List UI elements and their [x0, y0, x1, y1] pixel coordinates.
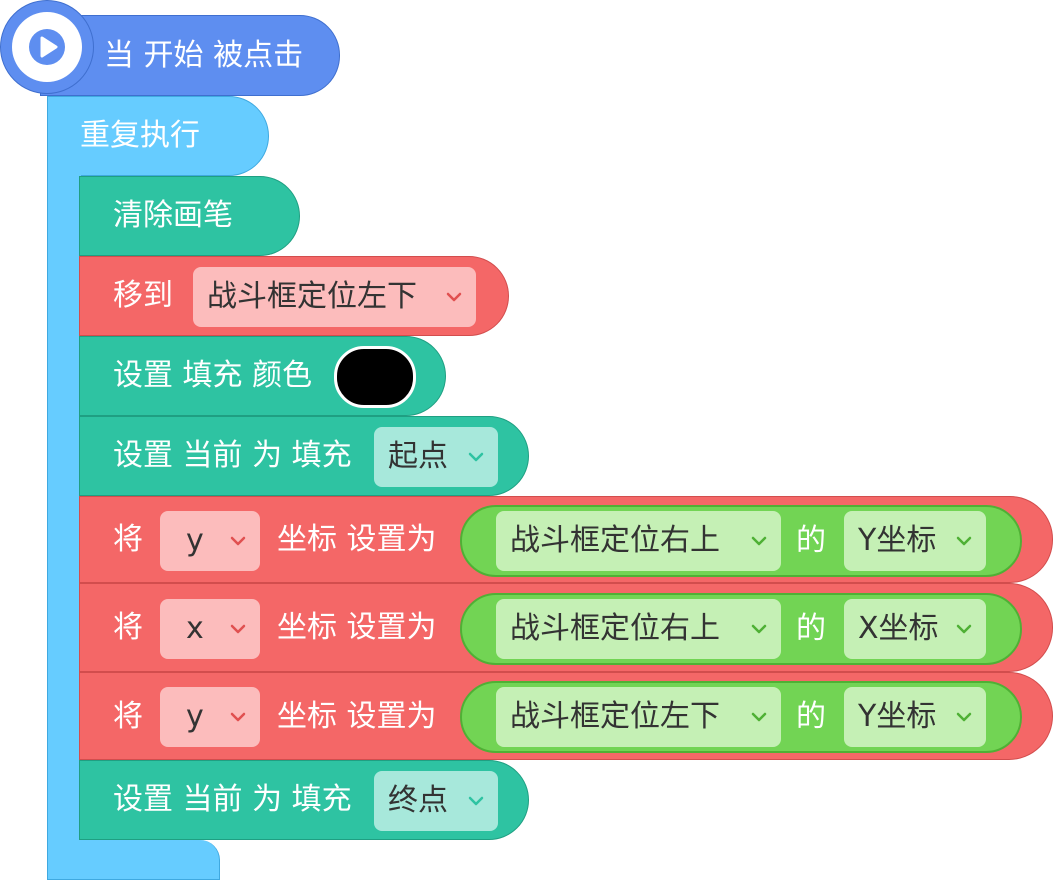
set-prefix-label: 将	[113, 610, 143, 645]
property-dropdown[interactable]: Y坐标	[844, 687, 986, 747]
property-value: X坐标	[858, 611, 939, 646]
set-x-coordinate-block[interactable]: 将 x 坐标 设置为 战斗框定位右上 的 X坐标	[79, 583, 1053, 672]
object-dropdown[interactable]: 战斗框定位右上	[496, 599, 781, 659]
fill-point-dropdown-start[interactable]: 起点	[374, 427, 498, 487]
move-to-label: 移到	[113, 278, 173, 313]
set-fill-start-block[interactable]: 设置 当前 为 填充 起点	[79, 416, 529, 496]
chevron-down-icon	[956, 536, 972, 546]
set-fill-color-label: 设置 填充 颜色	[113, 358, 313, 393]
property-value: Y坐标	[858, 523, 937, 558]
chevron-down-icon	[468, 796, 484, 806]
set-prefix-label: 将	[113, 699, 143, 734]
of-label: 的	[796, 523, 826, 558]
chevron-down-icon	[956, 712, 972, 722]
of-label: 的	[796, 699, 826, 734]
chevron-down-icon	[751, 536, 767, 546]
object-value: 战斗框定位右上	[510, 523, 720, 558]
axis-value: y	[186, 699, 204, 734]
move-target-value: 战斗框定位左下	[207, 279, 417, 314]
axis-value: x	[186, 611, 204, 646]
object-dropdown[interactable]: 战斗框定位左下	[496, 687, 781, 747]
fill-point-value: 终点	[388, 783, 448, 818]
axis-value: y	[186, 523, 204, 558]
set-fill-color-block[interactable]: 设置 填充 颜色	[79, 336, 446, 416]
set-fill-end-label: 设置 当前 为 填充	[113, 782, 352, 817]
chevron-down-icon	[468, 452, 484, 462]
move-to-block[interactable]: 移到 战斗框定位左下	[79, 256, 509, 336]
chevron-down-icon	[230, 712, 246, 722]
property-value: Y坐标	[858, 699, 937, 734]
axis-dropdown[interactable]: x	[160, 599, 260, 659]
set-y-coordinate-block-1[interactable]: 将 y 坐标 设置为 战斗框定位右上 的 Y坐标	[79, 496, 1053, 583]
fill-color-swatch[interactable]	[334, 346, 416, 408]
axis-dropdown[interactable]: y	[160, 511, 260, 571]
property-of-block[interactable]: 战斗框定位右上 的 Y坐标	[460, 505, 1022, 577]
move-target-dropdown[interactable]: 战斗框定位左下	[193, 267, 476, 327]
object-dropdown[interactable]: 战斗框定位右上	[496, 511, 781, 571]
object-value: 战斗框定位左下	[510, 699, 720, 734]
chevron-down-icon	[230, 536, 246, 546]
chevron-down-icon	[446, 292, 462, 302]
chevron-down-icon	[751, 712, 767, 722]
chevron-down-icon	[230, 624, 246, 634]
play-icon[interactable]	[12, 12, 82, 82]
property-dropdown[interactable]: X坐标	[844, 599, 986, 659]
property-of-block[interactable]: 战斗框定位右上 的 X坐标	[460, 593, 1022, 665]
set-middle-label: 坐标 设置为	[277, 699, 437, 734]
set-prefix-label: 将	[113, 522, 143, 557]
chevron-down-icon	[751, 624, 767, 634]
of-label: 的	[796, 611, 826, 646]
hat-label: 当 开始 被点击	[104, 38, 304, 73]
clear-pen-block[interactable]: 清除画笔	[79, 176, 300, 256]
set-fill-end-block[interactable]: 设置 当前 为 填充 终点	[79, 760, 529, 840]
object-value: 战斗框定位右上	[510, 611, 720, 646]
set-middle-label: 坐标 设置为	[277, 610, 437, 645]
fill-point-value: 起点	[388, 439, 448, 474]
property-of-block[interactable]: 战斗框定位左下 的 Y坐标	[460, 681, 1022, 753]
forever-block[interactable]	[47, 96, 269, 176]
axis-dropdown[interactable]: y	[160, 687, 260, 747]
set-y-coordinate-block-2[interactable]: 将 y 坐标 设置为 战斗框定位左下 的 Y坐标	[79, 672, 1053, 760]
set-middle-label: 坐标 设置为	[277, 522, 437, 557]
forever-label: 重复执行	[80, 118, 200, 153]
chevron-down-icon	[956, 624, 972, 634]
clear-pen-label: 清除画笔	[113, 198, 233, 233]
property-dropdown[interactable]: Y坐标	[844, 511, 986, 571]
forever-arm	[47, 170, 81, 840]
forever-foot	[47, 840, 220, 880]
fill-point-dropdown-end[interactable]: 终点	[374, 771, 498, 831]
set-fill-start-label: 设置 当前 为 填充	[113, 438, 352, 473]
